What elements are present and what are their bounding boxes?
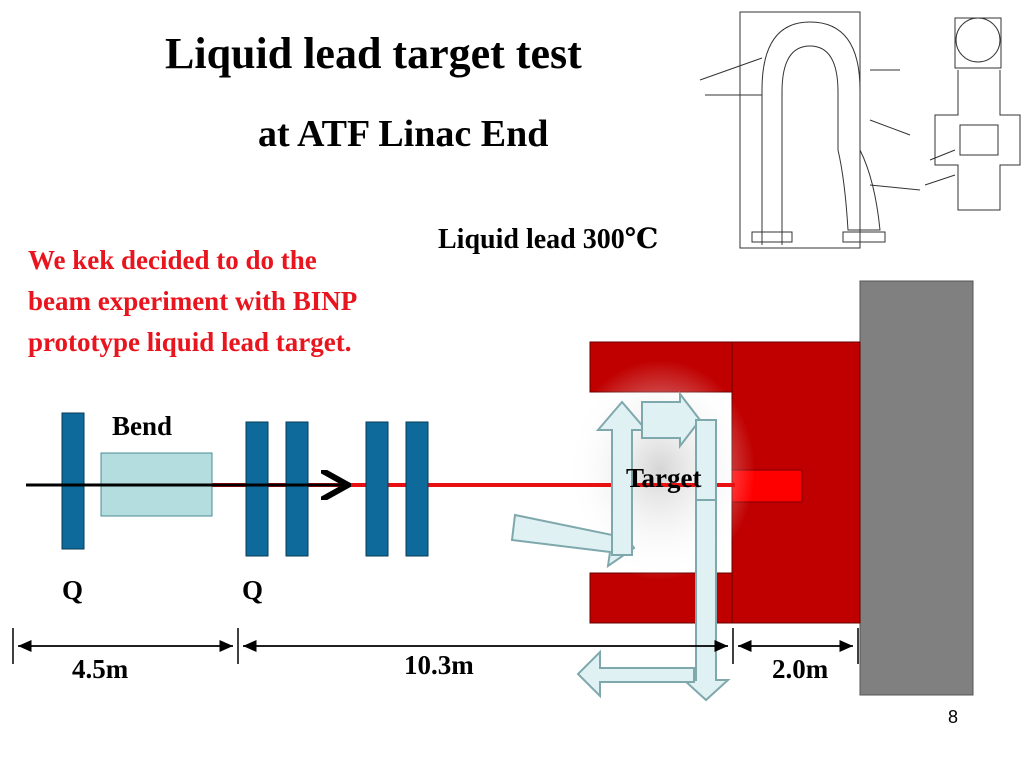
dimension-lines — [12, 628, 859, 664]
liquid-lead-temperature-label: Liquid lead 300℃ — [438, 224, 659, 255]
quadrupole-label: Q — [242, 575, 264, 605]
experiment-statement: We kek decided to do the beam experiment… — [28, 240, 458, 363]
flow-arrow-connector — [695, 419, 717, 501]
quadrupole-magnet — [285, 421, 309, 557]
quadrupole-magnet — [245, 421, 269, 557]
slide-title: Liquid lead target test — [165, 29, 582, 78]
target-label: Target — [626, 463, 702, 493]
lead-flow-arrows — [510, 391, 731, 702]
concrete-wall — [859, 280, 974, 696]
flow-arrow-up — [595, 400, 649, 556]
bend-label: Bend — [112, 411, 173, 441]
statement-line-2: beam experiment with BINP — [28, 286, 358, 316]
distance-label: 10.3m — [404, 650, 474, 680]
slide-subtitle: at ATF Linac End — [258, 113, 549, 155]
statement-line-1: We kek decided to do the — [28, 245, 317, 275]
target-technical-drawing — [699, 11, 1021, 249]
quadrupole-magnet — [405, 421, 429, 557]
quadrupole-magnet — [61, 412, 85, 550]
page-number: 8 — [948, 707, 959, 727]
quadrupole-label: Q — [62, 575, 84, 605]
distance-label: 4.5m — [72, 654, 129, 684]
quadrupole-magnet — [365, 421, 389, 557]
flow-arrow-across — [641, 391, 702, 449]
statement-line-3: prototype liquid lead target. — [28, 327, 352, 357]
distance-label: 2.0m — [772, 654, 829, 684]
flow-arrow-out — [576, 649, 695, 699]
